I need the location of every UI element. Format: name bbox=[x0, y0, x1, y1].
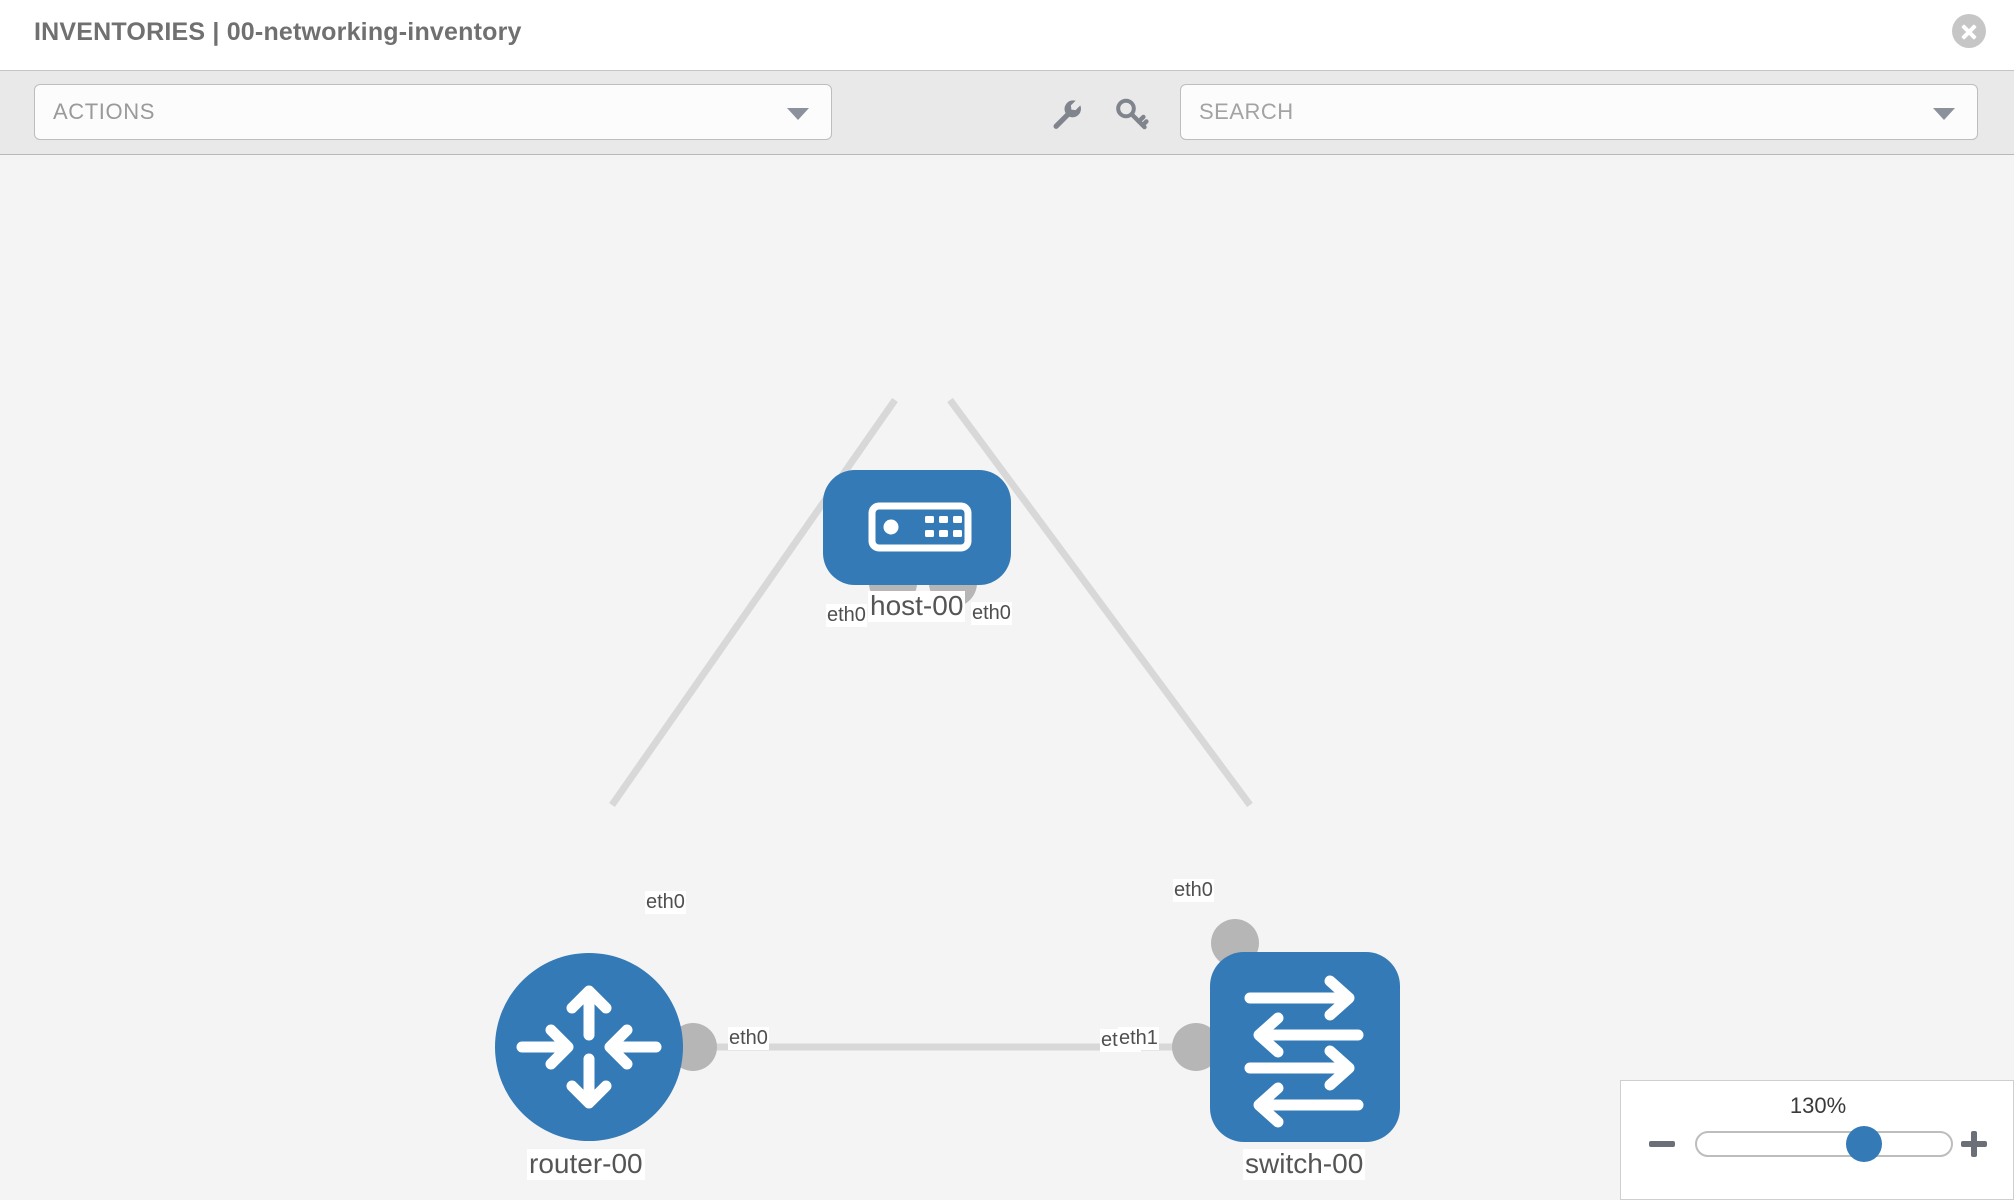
node-router-00 bbox=[495, 953, 683, 1141]
plus-icon-vertical bbox=[1971, 1131, 1977, 1157]
search-input[interactable]: SEARCH bbox=[1180, 84, 1978, 140]
chevron-down-icon bbox=[1933, 108, 1955, 120]
zoom-in-button[interactable] bbox=[1959, 1129, 1989, 1159]
iface-label-host00-eth0-right: eth0 bbox=[971, 602, 1012, 625]
iface-label-switch00-eth0-uplink: eth0 bbox=[1173, 879, 1214, 902]
zoom-level-value: 130% bbox=[1789, 1093, 1847, 1118]
connector-switch00-left bbox=[1172, 1023, 1220, 1071]
zoom-out-button[interactable] bbox=[1647, 1129, 1677, 1159]
iface-label-router00-eth0-uplink: eth0 bbox=[645, 891, 686, 914]
node-label-switch-00: switch-00 bbox=[1243, 1148, 1366, 1180]
zoom-control-panel: 130% bbox=[1620, 1080, 2014, 1200]
node-switch-00 bbox=[1210, 952, 1400, 1142]
node-label-host-00: host-00 bbox=[868, 590, 966, 622]
iface-label-switch00-eth1: eth1 bbox=[1118, 1027, 1159, 1050]
actions-dropdown[interactable]: ACTIONS bbox=[34, 84, 832, 140]
search-input-placeholder: SEARCH bbox=[1199, 99, 1294, 124]
iface-label-router00-eth0: eth0 bbox=[728, 1027, 769, 1050]
link-host00-router00 bbox=[609, 397, 898, 808]
close-icon[interactable] bbox=[1952, 14, 1986, 48]
iface-label-host00-eth0-left: eth0 bbox=[826, 604, 867, 627]
zoom-slider[interactable] bbox=[1695, 1131, 1953, 1157]
topology-graph bbox=[495, 397, 1400, 1142]
toolbar: ACTIONS SEARCH bbox=[0, 70, 2014, 155]
topology-canvas[interactable]: eth0 eth0 eth0 eth0 eth0 eth0 eth1 host-… bbox=[0, 155, 2014, 1200]
page-header: INVENTORIES | 00-networking-inventory bbox=[0, 0, 2014, 70]
minus-icon bbox=[1649, 1141, 1675, 1147]
link-host00-switch00 bbox=[947, 397, 1253, 808]
key-icon[interactable] bbox=[1113, 93, 1153, 133]
zoom-slider-handle[interactable] bbox=[1846, 1126, 1882, 1162]
node-label-router-00: router-00 bbox=[527, 1148, 645, 1180]
node-host-00 bbox=[823, 470, 1011, 585]
actions-dropdown-label: ACTIONS bbox=[53, 99, 155, 124]
page-title: INVENTORIES | 00-networking-inventory bbox=[34, 18, 522, 46]
topology-connectors bbox=[669, 559, 1259, 1071]
wrench-icon[interactable] bbox=[1045, 93, 1085, 133]
chevron-down-icon bbox=[787, 108, 809, 120]
